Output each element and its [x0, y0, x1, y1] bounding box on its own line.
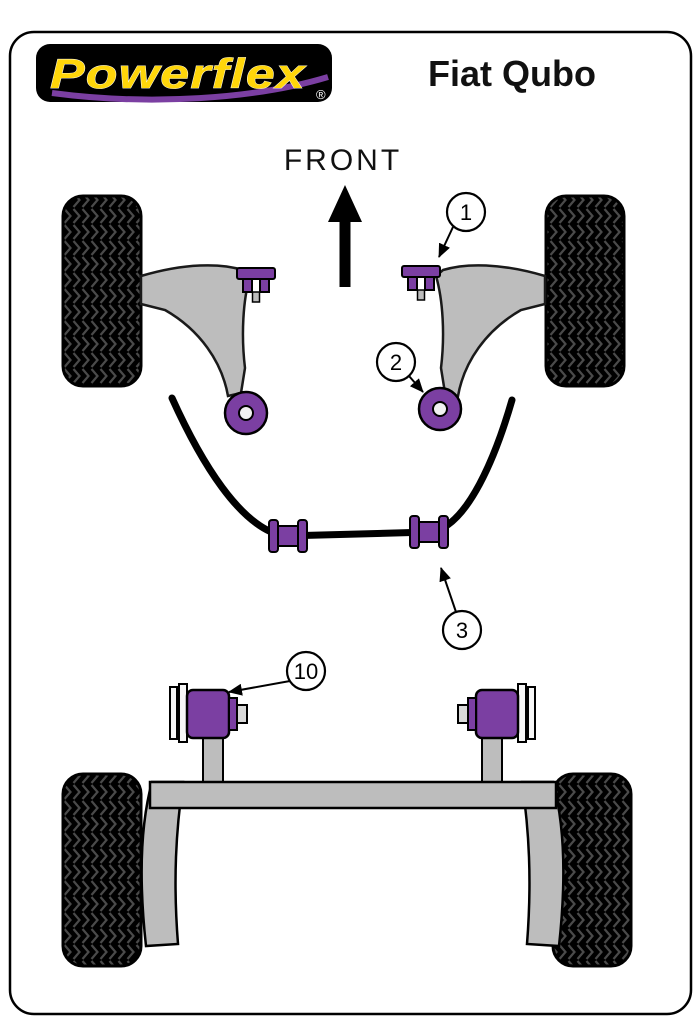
right-arb-bush-middle	[418, 521, 440, 543]
logo-swoosh	[51, 74, 329, 103]
rear-left-tire	[61, 772, 143, 968]
right-lower-bushing-inner	[432, 401, 448, 417]
callout-10-arrow	[228, 680, 291, 696]
callout-10-label: 10	[294, 659, 318, 684]
right-arb-bush-flange	[409, 515, 420, 549]
left-lower-bushing-inner	[238, 405, 254, 421]
callout-3-label: 3	[456, 618, 468, 643]
callout-2-circle	[375, 341, 417, 383]
callout-10: 10	[228, 650, 327, 696]
rear-beam	[148, 780, 558, 810]
callout-2: 2	[375, 341, 424, 393]
callout-1-label: 1	[460, 200, 472, 225]
callout-1: 1	[438, 191, 487, 258]
left-rear-bushing-post	[202, 735, 224, 787]
anti-roll-bar	[168, 394, 516, 540]
right-arb-bush-flange	[438, 515, 449, 549]
right-rear-bushing-step	[467, 697, 477, 731]
callout-3-arrow	[439, 567, 457, 613]
front-arrow	[328, 185, 362, 287]
front-left-tire	[61, 194, 143, 388]
front-arrow-shaft	[339, 221, 351, 287]
right-rear-bushing-plate	[527, 686, 536, 740]
callout-1-arrow	[438, 226, 454, 258]
callout-3: 3	[439, 567, 483, 651]
powerflex-logo: Powerflex ®	[36, 44, 332, 103]
left-upper-bushing-leg	[259, 278, 270, 293]
left-rear-bushing	[169, 683, 248, 743]
rear-right-tire	[551, 772, 633, 968]
right-control-arm-body	[434, 264, 547, 398]
left-lower-bushing	[223, 390, 269, 436]
front-arrow-head	[328, 185, 362, 222]
right-trailing-arm	[520, 780, 565, 948]
logo-text: Powerflex	[50, 50, 307, 97]
left-rear-bushing-body	[185, 688, 231, 740]
left-arb-bush-flange	[268, 519, 279, 553]
left-upper-bushing-bolt	[251, 291, 261, 303]
callout-2-arrow	[408, 375, 424, 393]
right-control-arm	[434, 264, 547, 398]
right-upper-bushing-bar	[401, 265, 441, 278]
front-right-tire	[544, 194, 626, 388]
left-rear-bushing-plate	[169, 686, 178, 740]
left-rear-bushing-bolt	[236, 704, 248, 724]
left-arb-bush	[268, 519, 308, 553]
right-lower-bushing	[417, 386, 463, 432]
right-upper-bushing-bolt	[416, 289, 426, 301]
left-upper-bushing-bar	[236, 267, 276, 280]
right-rear-bushing-post	[481, 735, 503, 787]
left-control-arm-body	[139, 264, 252, 398]
front-label: FRONT	[284, 144, 402, 177]
left-upper-bushing-leg	[242, 278, 253, 293]
right-arb-bush	[409, 515, 449, 549]
right-upper-bushing	[401, 265, 441, 301]
right-upper-bushing-leg	[424, 276, 435, 291]
page-title: Fiat Qubo	[428, 53, 596, 94]
registered-mark: ®	[316, 87, 326, 102]
callout-2-label: 2	[390, 350, 402, 375]
right-rear-bushing-bolt	[457, 704, 469, 724]
callout-1-circle	[445, 191, 487, 233]
left-control-arm	[139, 264, 252, 398]
callout-10-circle	[285, 650, 327, 692]
left-rear-bushing-step	[228, 697, 238, 731]
left-upper-bushing	[236, 267, 276, 303]
right-rear-bushing-body	[474, 688, 520, 740]
callout-3-circle	[441, 609, 483, 651]
left-arb-bush-flange	[297, 519, 308, 553]
logo-background	[36, 44, 332, 102]
right-upper-bushing-leg	[407, 276, 418, 291]
left-arb-bush-middle	[277, 525, 299, 547]
right-rear-bushing	[457, 683, 536, 743]
left-trailing-arm	[140, 780, 185, 948]
